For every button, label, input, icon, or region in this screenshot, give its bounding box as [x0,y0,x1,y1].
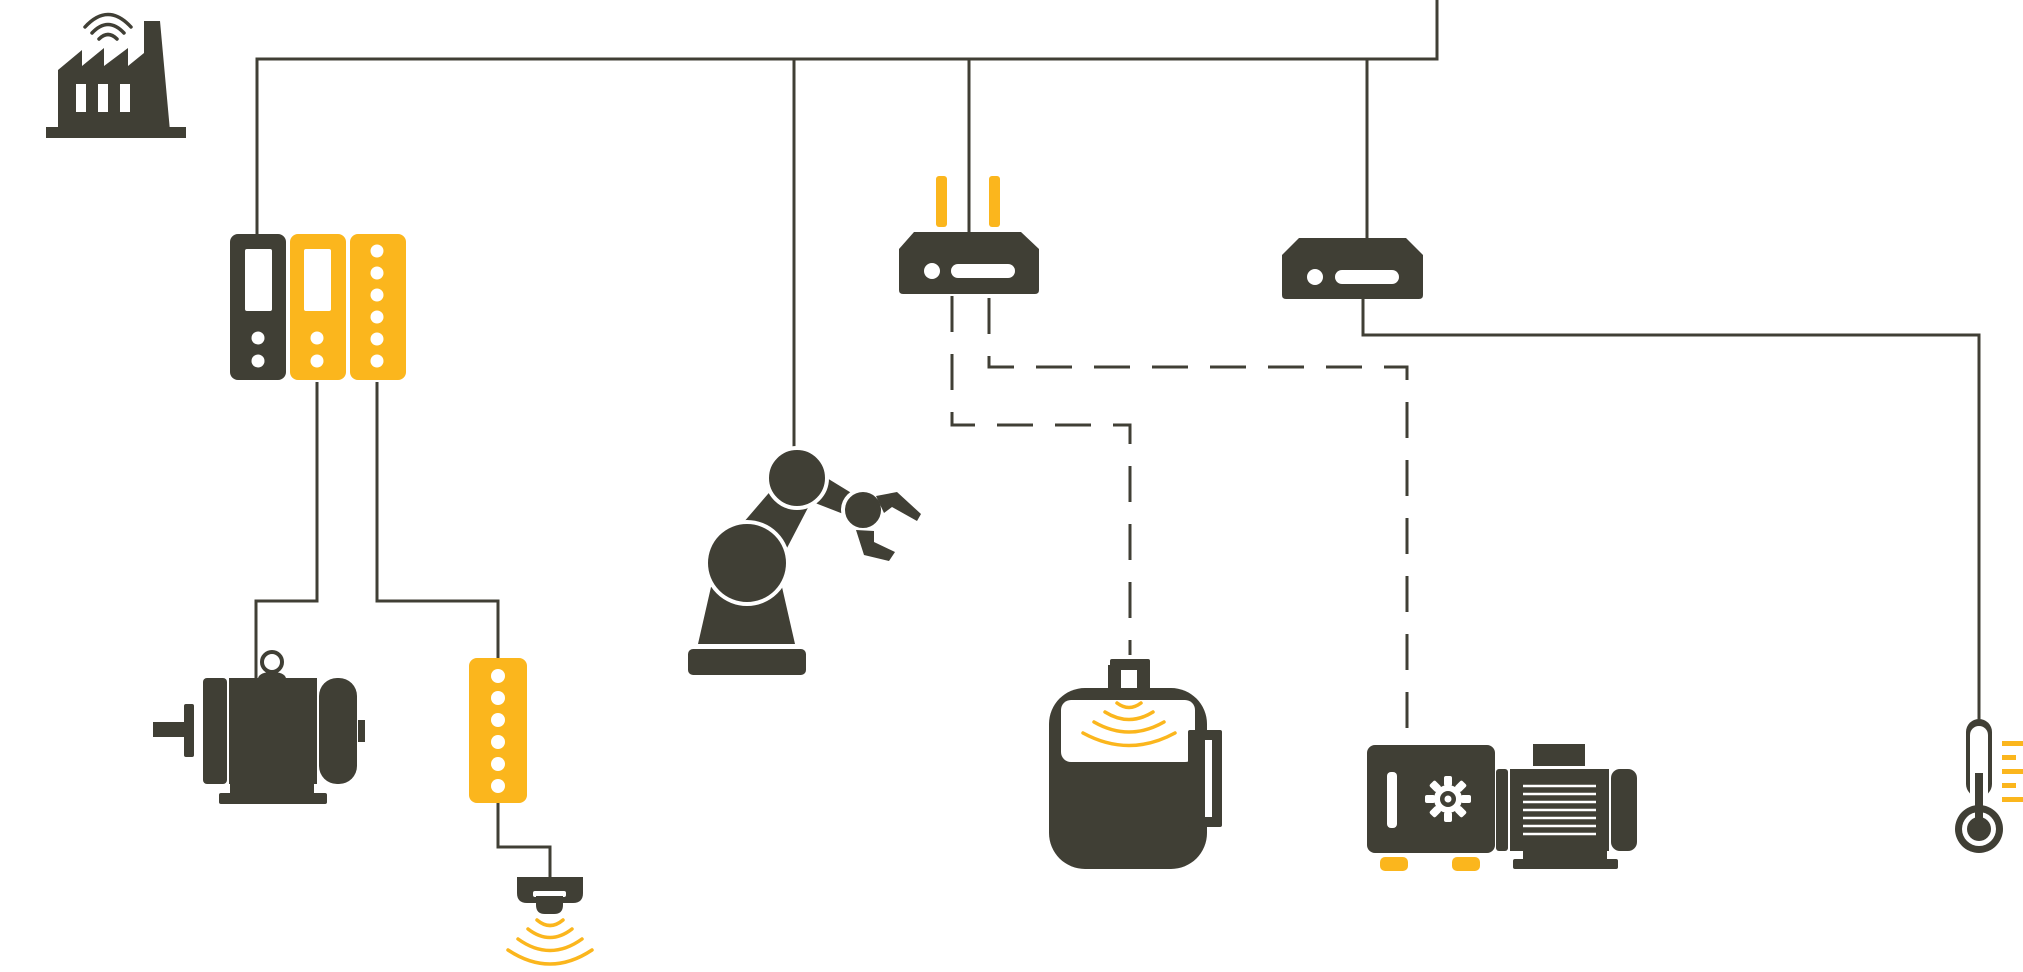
motor-line [254,382,319,678]
sensor-line [496,802,552,877]
io-link-master-icon [469,658,527,803]
electric-motor-icon [153,650,365,804]
io-master-line [375,382,500,659]
temperature-sensor-icon [1955,719,2023,853]
network-switch-icon [1282,238,1423,299]
industrial-robot-arm-icon [688,446,921,675]
wireless-link-pump [987,298,1409,742]
plc-io-modules-icon [230,234,406,380]
level-sensor-tank-icon [1049,659,1222,869]
frequency-inverter-pump-icon [1367,744,1637,871]
main-bus-line [255,0,1439,234]
proximity-sensor-icon [506,877,594,966]
temperature-line [1361,298,1981,720]
wireless-link-tank [950,296,1132,655]
wireless-router-icon [899,176,1039,294]
factory-icon [46,12,186,138]
